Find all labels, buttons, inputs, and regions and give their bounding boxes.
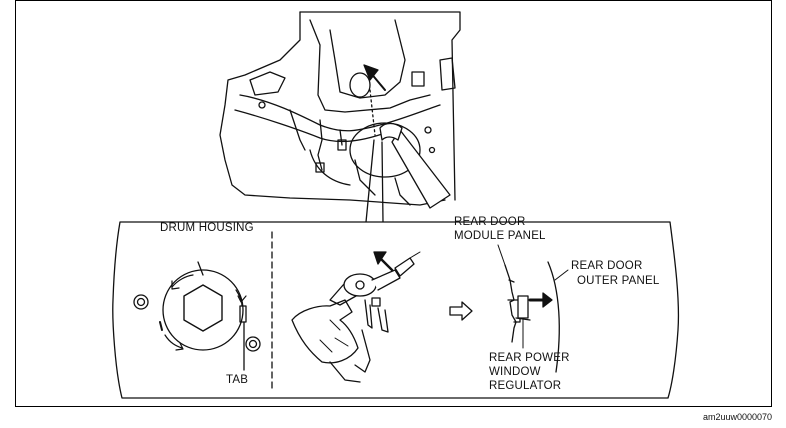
rear-door-outer-panel-line2: OUTER PANEL xyxy=(577,275,660,287)
inset-detail-panel xyxy=(112,221,680,399)
tab-label: TAB xyxy=(226,374,249,386)
rear-door-outer-panel-line1: REAR DOOR xyxy=(571,260,643,272)
drum-housing-figure xyxy=(133,261,261,371)
door-inner-panel-illustration xyxy=(219,11,461,223)
drum-housing-label: DRUM HOUSING xyxy=(160,222,254,234)
panel-cross-section-figure xyxy=(449,244,569,373)
hollow-arrow-icon xyxy=(449,301,473,321)
hand-tool-figure xyxy=(291,251,421,383)
rear-power-window-regulator-line2: WINDOW xyxy=(489,366,541,378)
rear-door-module-panel-line1: REAR DOOR xyxy=(454,216,526,228)
rear-door-module-panel-line2: MODULE PANEL xyxy=(454,230,546,242)
rear-power-window-regulator-line3: REGULATOR xyxy=(489,380,562,392)
rear-power-window-regulator-line1: REAR POWER xyxy=(489,352,570,364)
figure-id: am2uuw0000070 xyxy=(702,412,772,422)
